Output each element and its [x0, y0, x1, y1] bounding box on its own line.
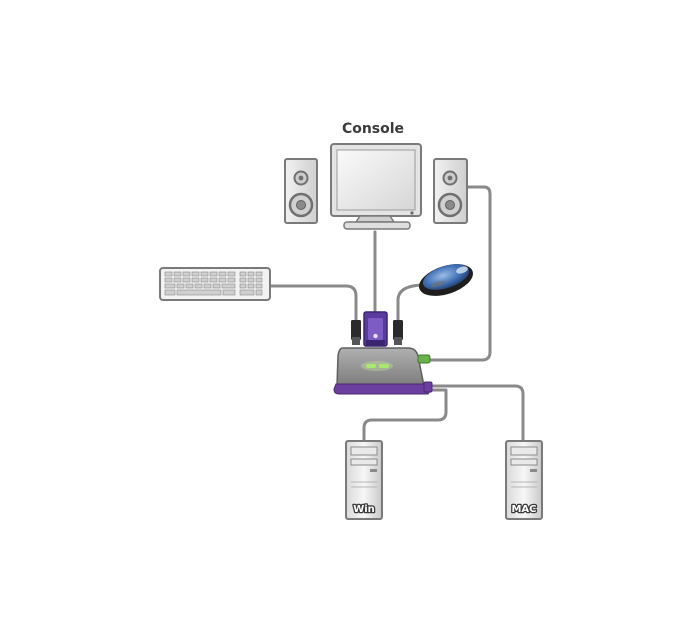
cable-speaker-to-switch — [428, 185, 492, 362]
tower-win-icon — [345, 440, 383, 520]
console-label: Console — [342, 121, 404, 137]
cable-keyboard-to-switch — [268, 284, 358, 324]
cable-switch-to-mac — [428, 384, 525, 442]
switch-connectors — [351, 311, 403, 347]
speaker-right-icon — [433, 158, 468, 224]
cable-mouse-to-switch — [396, 283, 424, 324]
computer-label-mac: MAC — [511, 504, 536, 515]
keyboard-icon — [159, 267, 271, 301]
cables — [268, 185, 525, 442]
kvm-switch-icon — [333, 347, 433, 395]
tower-mac-icon — [505, 440, 543, 520]
monitor-icon — [330, 143, 422, 230]
cable-switch-to-win — [362, 388, 448, 442]
mouse-icon — [419, 264, 473, 296]
speaker-left-icon — [284, 158, 318, 224]
computer-label-win: Win — [353, 504, 375, 515]
